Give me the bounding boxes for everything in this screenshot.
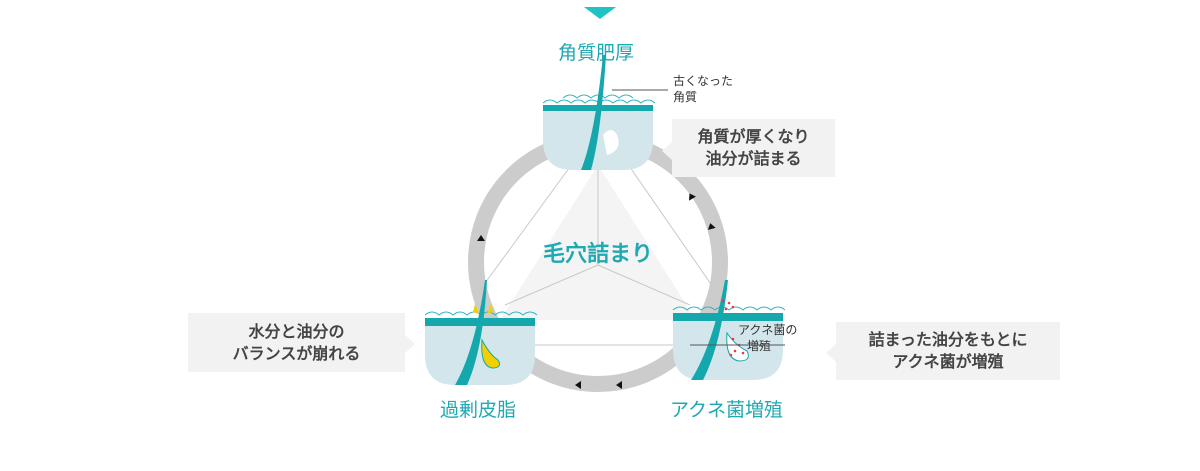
ring-arrow-icon bbox=[575, 381, 581, 389]
triangle-lines bbox=[479, 159, 716, 346]
skin-illustration-acne bbox=[672, 280, 786, 380]
callout-acne: 詰まった油分をもとに アクネ菌が増殖 bbox=[826, 322, 1060, 380]
callout-line: アクネ菌が増殖 bbox=[892, 352, 1004, 371]
skin-illustration-sebum bbox=[424, 280, 538, 385]
note-line: 古くなった bbox=[673, 74, 734, 88]
stage-label-sebum: 過剰皮脂 bbox=[440, 399, 517, 421]
note-old-keratin: 古くなった 角質 bbox=[673, 73, 733, 105]
callout-keratin: 角質が厚くなり 油分が詰まる bbox=[662, 119, 835, 177]
stage-label-keratin: 角質肥厚 bbox=[558, 42, 635, 64]
note-line: 増殖 bbox=[747, 339, 772, 353]
note-line: 角質 bbox=[673, 90, 698, 104]
callout-line: 油分が詰まる bbox=[705, 149, 802, 168]
note-acne-growth: アクネ菌の 増殖 bbox=[738, 322, 797, 354]
callout-line: 詰まった油分をもとに bbox=[868, 330, 1028, 349]
skin-illustration-keratin bbox=[542, 55, 656, 170]
ring-arrow-icon bbox=[707, 223, 716, 230]
ring-arrow-icon bbox=[689, 193, 696, 201]
callout-line: 水分と油分の bbox=[248, 321, 345, 341]
callout-line: 角質が厚くなり bbox=[697, 127, 810, 146]
callout-line: バランスが崩れる bbox=[232, 343, 361, 363]
ring-arrow-icon bbox=[616, 381, 622, 389]
note-line: アクネ菌の bbox=[738, 323, 798, 337]
ring-arrow-icon bbox=[477, 235, 485, 241]
stage-label-acne: アクネ菌増殖 bbox=[670, 399, 784, 421]
center-label: 毛穴詰まり bbox=[543, 242, 654, 267]
down-arrow-icon bbox=[584, 7, 616, 19]
callout-sebum: 水分と油分の バランスが崩れる bbox=[188, 313, 415, 372]
